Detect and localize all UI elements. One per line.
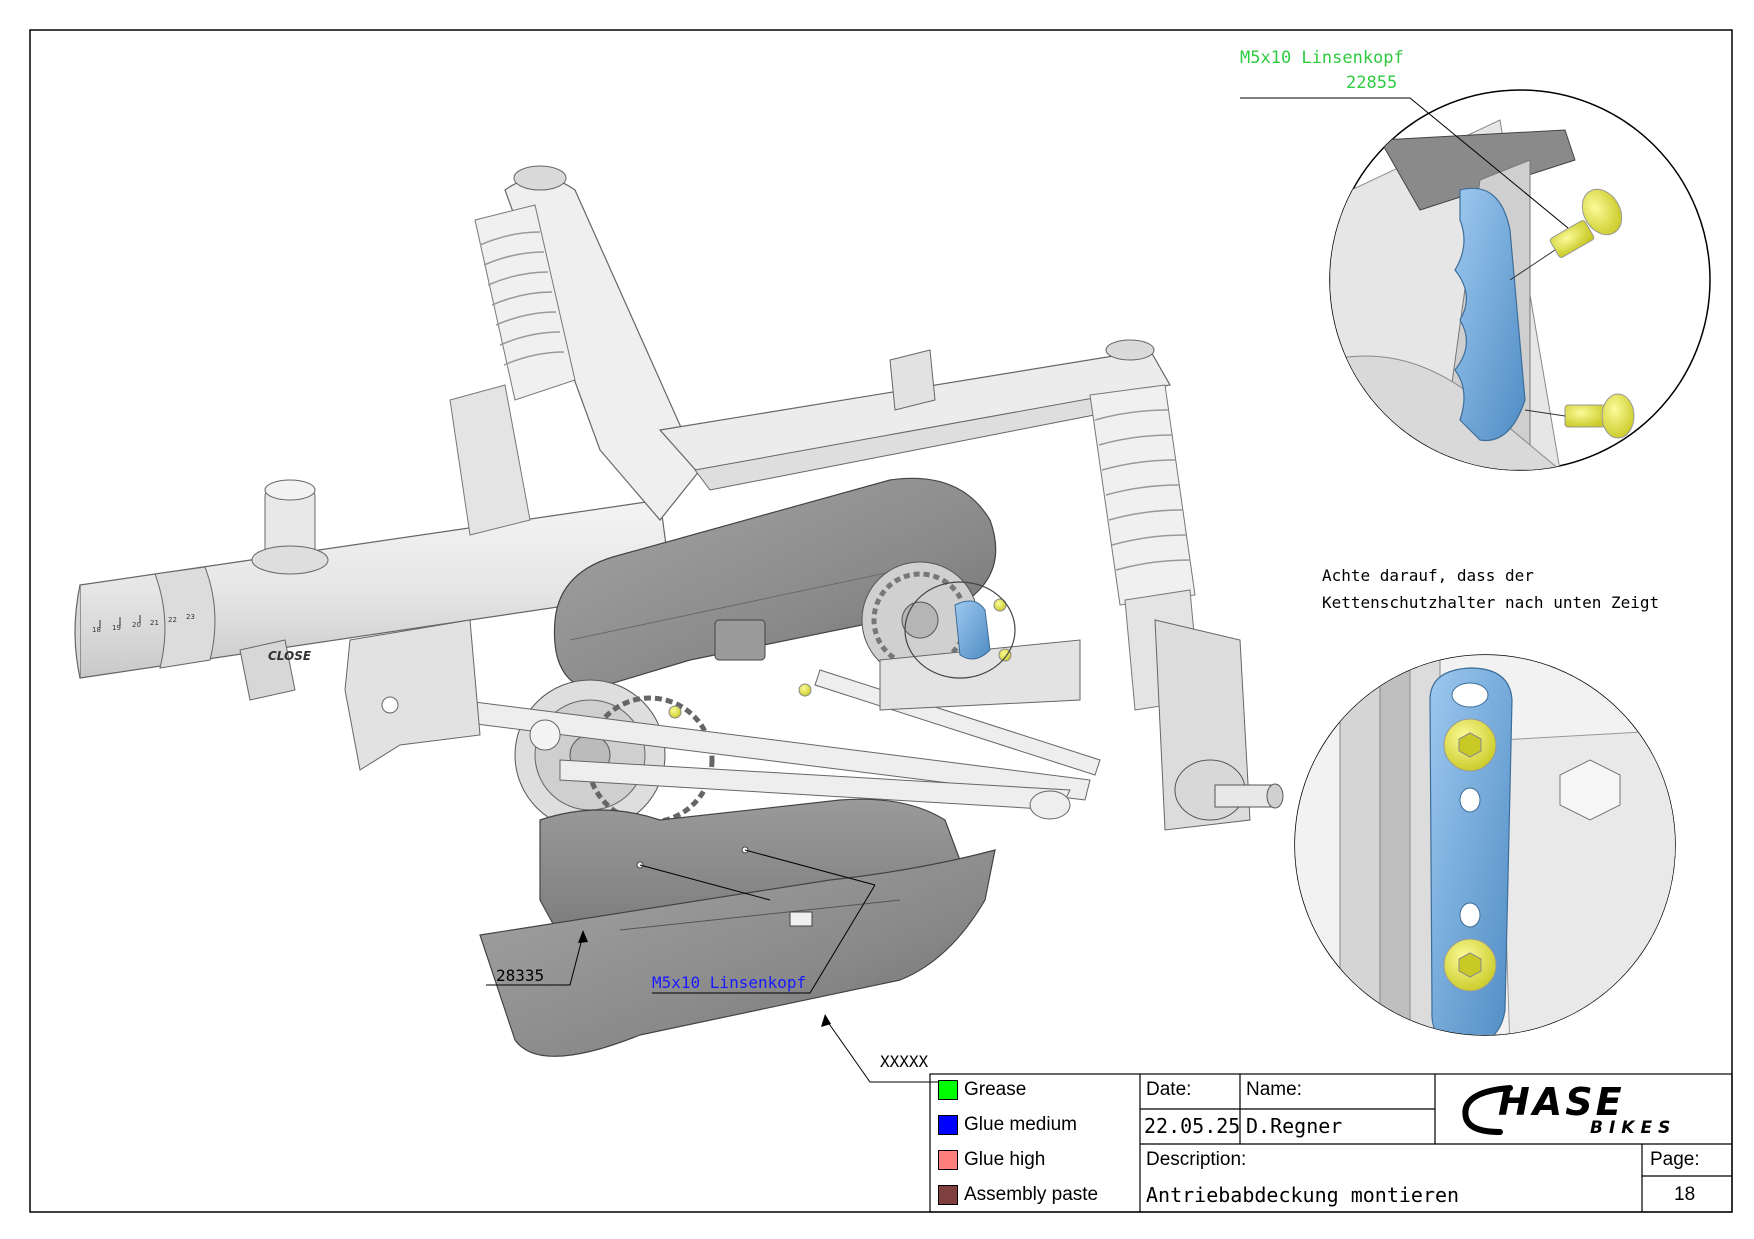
leader-arrows — [578, 930, 831, 1027]
date-label: Date: — [1146, 1079, 1192, 1100]
sheet-border — [29, 29, 1733, 1213]
note-line-1: Achte darauf, dass der — [1322, 566, 1534, 585]
close-mark: CLOSE — [268, 649, 312, 663]
front-screw-top — [1443, 718, 1497, 772]
callout-top-part: M5x10 Linsenkopf — [1240, 48, 1404, 68]
note-line-2: Kettenschutzhalter nach unten Zeigt — [1322, 593, 1660, 612]
page-label: Page: — [1650, 1149, 1700, 1170]
callout-bottom-part: M5x10 Linsenkopf — [652, 973, 807, 992]
detail-screw-1 — [1549, 188, 1623, 258]
clamp-post: CLOSE — [239, 479, 329, 701]
svg-text:20: 20 — [132, 621, 141, 629]
svg-text:19: 19 — [112, 624, 121, 632]
date-value: 22.05.25 — [1144, 1114, 1241, 1138]
frame-arch — [504, 165, 1171, 521]
drive-cover-upper — [553, 477, 997, 691]
svg-text:23: 23 — [186, 613, 195, 621]
description-label: Description: — [1146, 1149, 1247, 1170]
detail-marker — [904, 581, 1016, 679]
legend-swatch-glue-high — [938, 1150, 958, 1170]
main-tube: 18 19 20 21 22 23 — [74, 499, 673, 679]
callout-placeholder: XXXXX — [880, 1052, 929, 1071]
detail-screw-2 — [1564, 393, 1635, 439]
svg-text:22: 22 — [168, 616, 177, 624]
callout-cover-number: 28335 — [496, 966, 545, 985]
name-value: D.Regner — [1246, 1114, 1343, 1138]
chainstays — [379, 639, 1101, 811]
svg-text:18: 18 — [92, 626, 101, 634]
svg-text:21: 21 — [150, 619, 159, 627]
callout-top-number: 22855 — [1346, 73, 1398, 93]
bike-assembly: 18 19 20 21 22 23 CLOSE — [74, 165, 1284, 1057]
logo-bikes-text: BIKES — [1590, 1118, 1677, 1138]
front-screw-bottom — [1443, 938, 1497, 992]
hase-bikes-logo: HASE BIKES — [1440, 1078, 1732, 1142]
legend-label-grease: Grease — [964, 1079, 1027, 1100]
logo-hase-text: HASE — [1498, 1080, 1625, 1124]
chainguard-holder-small — [954, 600, 991, 660]
axle-right — [1029, 759, 1284, 821]
detail-view-bottom — [1294, 654, 1676, 1036]
legend-swatch-glue-medium — [938, 1115, 958, 1135]
legend-label-glue-medium: Glue medium — [964, 1114, 1077, 1135]
chainguard-holder-bracket — [1454, 187, 1526, 442]
legend-swatch-grease — [938, 1080, 958, 1100]
legend-label-glue-high: Glue high — [964, 1149, 1046, 1170]
page-number: 18 — [1674, 1184, 1696, 1205]
name-label: Name: — [1246, 1079, 1302, 1100]
screw-leaders — [639, 849, 876, 901]
dropout-left — [344, 619, 561, 771]
legend-swatch-assembly-paste — [938, 1185, 958, 1205]
description-value: Antriebabdeckung montieren — [1146, 1183, 1460, 1207]
callout-leaders — [486, 97, 1569, 1083]
lower-chain-guard — [479, 798, 996, 1057]
shock-left — [449, 204, 576, 536]
legend-label-assembly-paste: Assembly paste — [964, 1184, 1099, 1205]
